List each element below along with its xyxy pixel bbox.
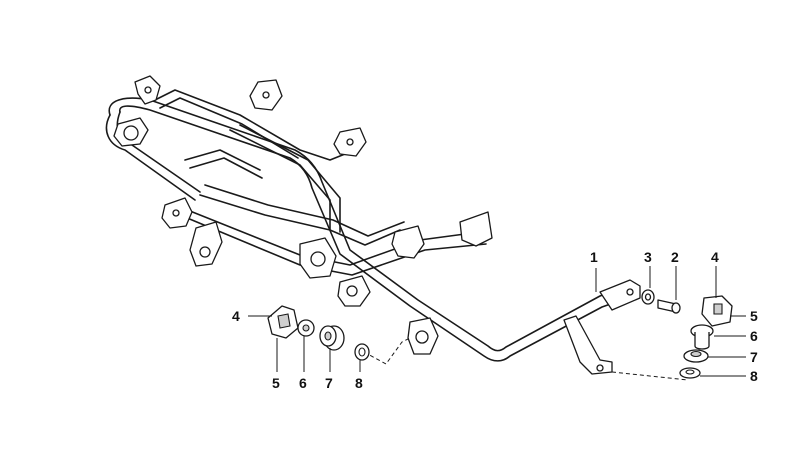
spring-clip-icon	[354, 343, 370, 361]
callout-4-right: 4	[711, 249, 719, 265]
callout-4-left: 4	[232, 308, 240, 324]
assembly-line-left	[363, 337, 411, 365]
frame-bracket-drawing	[105, 75, 641, 375]
callout-5-right: 5	[750, 308, 758, 324]
callout-7-right: 7	[750, 349, 758, 365]
grommet-icon	[319, 325, 345, 351]
bolt-icon	[657, 299, 681, 314]
rubber-bushing-icon	[297, 319, 315, 337]
spring-clip-icon	[679, 367, 701, 379]
clip-nut-icon	[701, 295, 733, 327]
callout-3: 3	[644, 249, 652, 265]
grommet-icon	[683, 349, 709, 363]
callout-2: 2	[671, 249, 679, 265]
callout-6-right: 6	[750, 328, 758, 344]
callout-8-right: 8	[750, 368, 758, 384]
rubber-bushing-icon	[690, 324, 714, 350]
callout-1: 1	[590, 249, 598, 265]
callout-6-left: 6	[299, 375, 307, 391]
callout-5-left: 5	[272, 375, 280, 391]
clip-nut-icon	[267, 305, 299, 339]
callout-8-left: 8	[355, 375, 363, 391]
assembly-line-right	[611, 371, 689, 381]
leader-lines	[248, 266, 746, 377]
callout-7-left: 7	[325, 375, 333, 391]
washer-icon	[641, 289, 655, 305]
